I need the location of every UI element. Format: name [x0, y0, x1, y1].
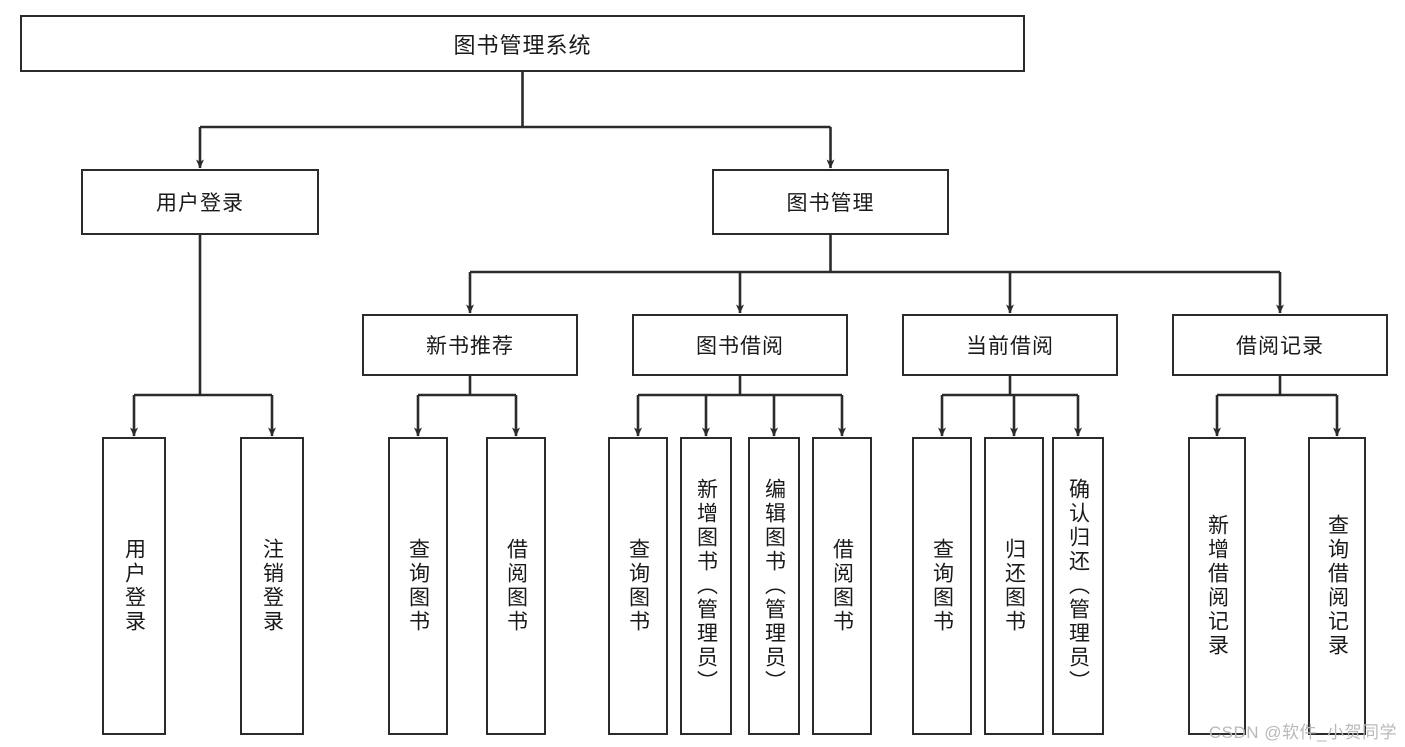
node-leaf-add-record[interactable]: 新增借阅记录 [1188, 437, 1246, 735]
node-label: 图书借阅 [696, 335, 784, 358]
watermark-label: CSDN @软件_小贺同学 [1208, 723, 1397, 742]
node-leaf-query-book-3[interactable]: 查询图书 [912, 437, 972, 735]
node-leaf-edit-book[interactable]: 编辑图书（管理员） [748, 437, 800, 735]
node-current-borrow[interactable]: 当前借阅 [902, 314, 1118, 376]
node-label: 查询图书 [626, 538, 650, 634]
node-label: 编辑图书（管理员） [762, 478, 786, 694]
node-label: 图书管理系统 [453, 32, 592, 58]
node-leaf-add-book[interactable]: 新增图书（管理员） [680, 437, 732, 735]
node-new-book-rec[interactable]: 新书推荐 [362, 314, 578, 376]
node-leaf-borrow-book-1[interactable]: 借阅图书 [486, 437, 546, 735]
node-label: 查询图书 [930, 538, 954, 634]
node-label: 查询借阅记录 [1325, 514, 1349, 658]
node-label: 借阅记录 [1236, 335, 1324, 358]
node-leaf-borrow-book-2[interactable]: 借阅图书 [812, 437, 872, 735]
node-label: 当前借阅 [966, 335, 1054, 358]
node-root[interactable]: 图书管理系统 [20, 15, 1025, 72]
node-book-manage[interactable]: 图书管理 [712, 169, 949, 235]
node-leaf-return-book[interactable]: 归还图书 [984, 437, 1044, 735]
node-label: 借阅图书 [830, 538, 854, 634]
node-label: 新增借阅记录 [1205, 514, 1229, 658]
node-label: 归还图书 [1002, 538, 1026, 634]
node-leaf-user-login[interactable]: 用户登录 [102, 437, 166, 735]
node-label: 用户登录 [122, 538, 146, 634]
node-label: 新增图书（管理员） [694, 478, 718, 694]
node-leaf-query-book-2[interactable]: 查询图书 [608, 437, 668, 735]
node-label: 图书管理 [786, 192, 875, 215]
node-leaf-user-logout[interactable]: 注销登录 [240, 437, 304, 735]
node-borrow-record[interactable]: 借阅记录 [1172, 314, 1388, 376]
node-label: 查询图书 [406, 538, 430, 634]
node-leaf-query-record[interactable]: 查询借阅记录 [1308, 437, 1366, 735]
node-label: 确认归还（管理员） [1066, 478, 1090, 694]
node-user-login[interactable]: 用户登录 [81, 169, 319, 235]
node-label: 用户登录 [156, 192, 244, 215]
node-label: 借阅图书 [504, 538, 528, 634]
node-leaf-confirm-return[interactable]: 确认归还（管理员） [1052, 437, 1104, 735]
node-label: 注销登录 [260, 538, 284, 634]
node-label: 新书推荐 [426, 335, 514, 358]
node-leaf-query-book-1[interactable]: 查询图书 [388, 437, 448, 735]
node-book-borrow[interactable]: 图书借阅 [632, 314, 848, 376]
